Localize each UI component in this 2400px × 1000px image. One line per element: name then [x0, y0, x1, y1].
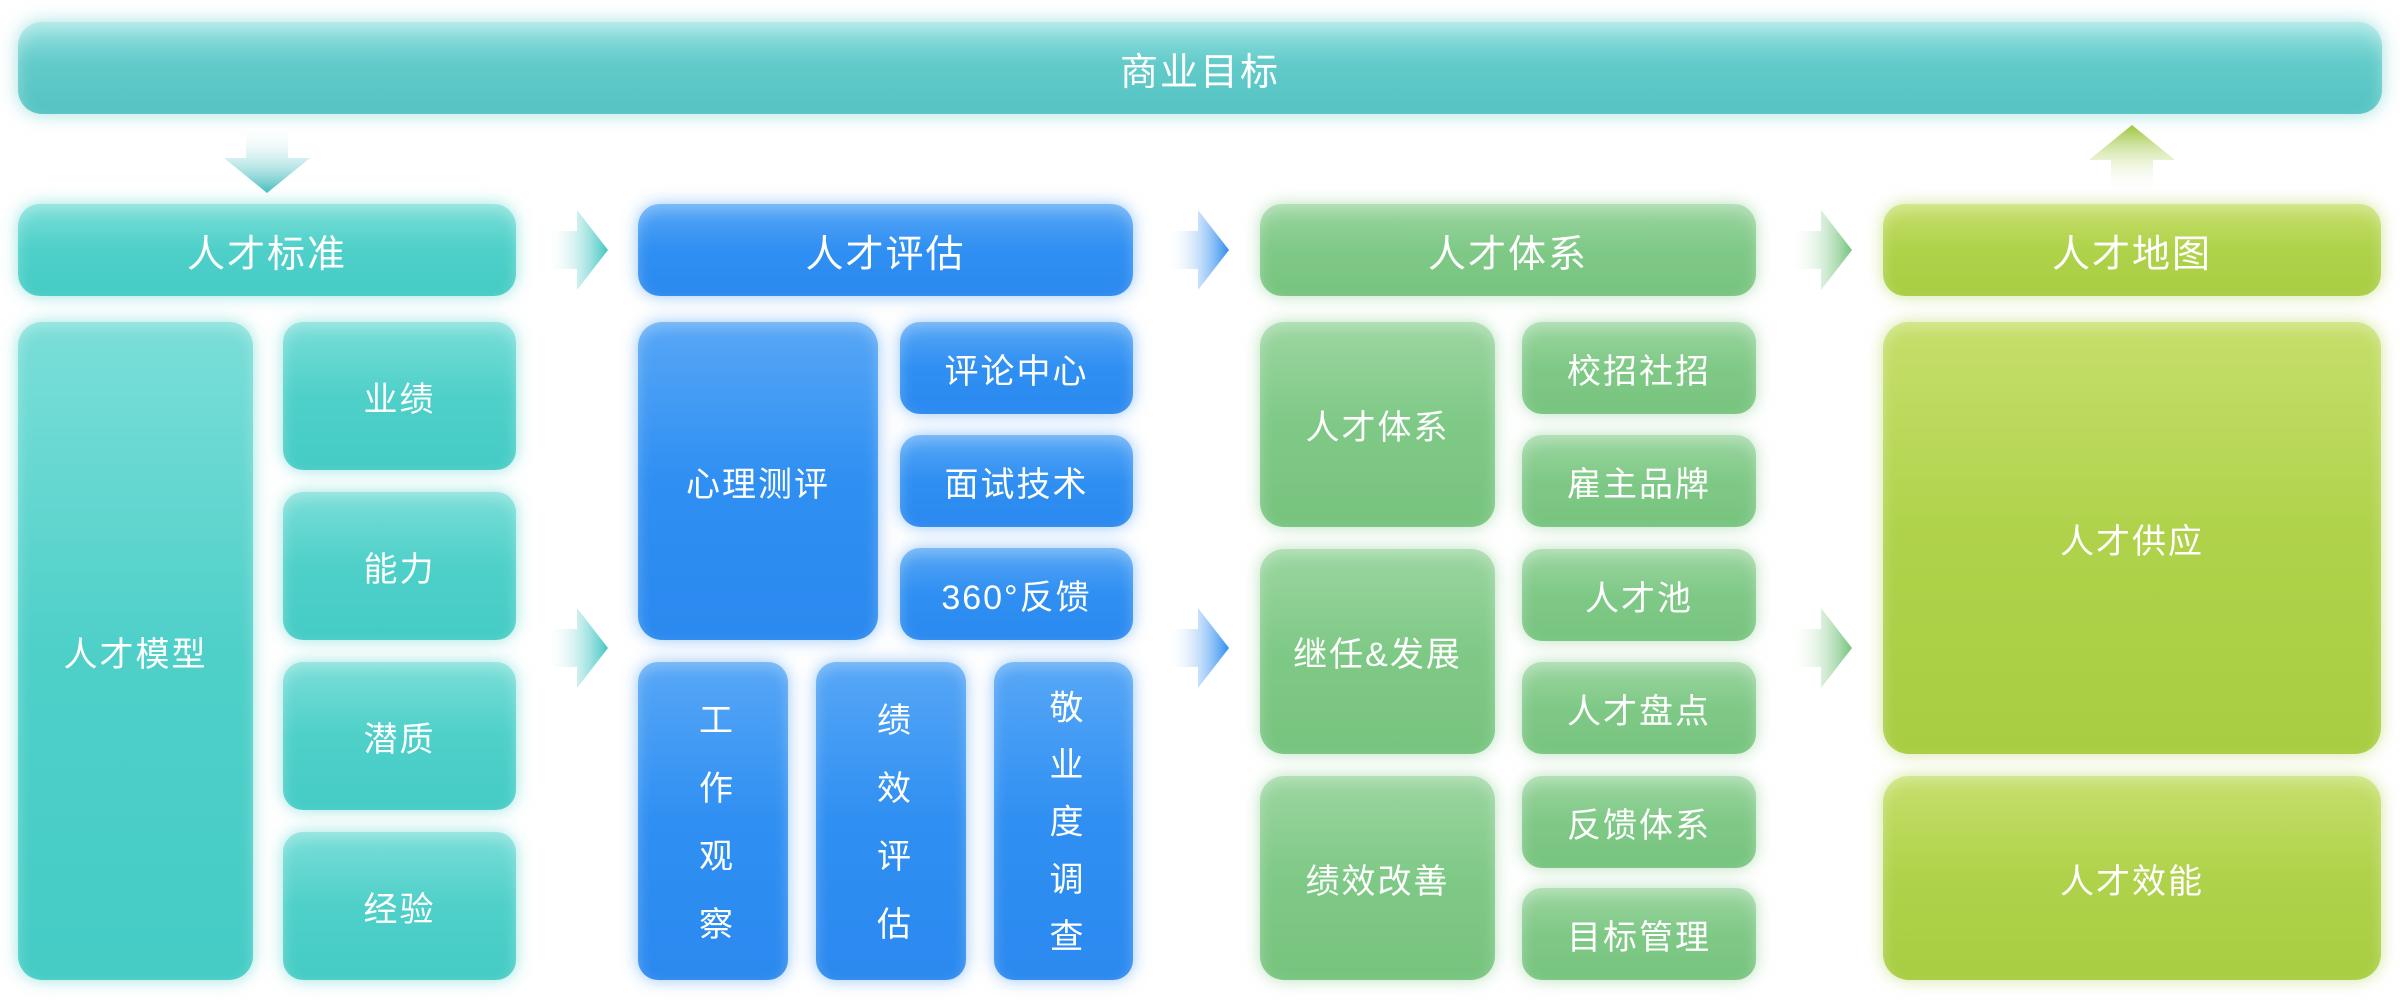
psychological-test-label: 心理测评 — [686, 465, 830, 504]
talent-standard-label: 人才标准 — [186, 233, 347, 276]
arrow-right-icon — [1791, 210, 1852, 290]
performance-improvement-label: 绩效改善 — [1305, 862, 1450, 901]
talent-pool-box: 人才池 — [1522, 549, 1756, 641]
talent-supply-label: 人才供应 — [2060, 522, 2204, 561]
succession-development-label: 继任&发展 — [1293, 636, 1462, 674]
psychological-test-box: 心理测评 — [638, 322, 878, 640]
performance-evaluation-box: 绩效评估 — [816, 662, 966, 980]
talent-review-box: 人才盘点 — [1522, 662, 1756, 754]
arrow-right-icon — [547, 210, 608, 290]
arrow-down-icon — [224, 127, 310, 193]
work-observation-label: 工作观察 — [693, 702, 732, 974]
arrow-right-icon — [1168, 210, 1229, 290]
experience-label: 经验 — [363, 890, 436, 929]
business-goal-label: 商业目标 — [1119, 51, 1280, 94]
ability-label: 能力 — [363, 550, 436, 589]
succession-development-box: 继任&发展 — [1260, 549, 1495, 754]
goal-management-label: 目标管理 — [1567, 918, 1711, 957]
experience-box: 经验 — [283, 832, 516, 980]
ability-box: 能力 — [283, 492, 516, 640]
engagement-survey-label: 敬业度调查 — [1044, 689, 1082, 976]
arrow-right-icon — [1791, 608, 1852, 688]
talent-review-label: 人才盘点 — [1567, 692, 1711, 731]
performance-evaluation-label: 绩效评估 — [871, 702, 910, 974]
campus-social-recruiting-box: 校招社招 — [1522, 322, 1756, 414]
performance-label: 业绩 — [363, 380, 436, 419]
talent-standard-header: 人才标准 — [18, 204, 516, 296]
arrow-right-icon — [547, 608, 608, 688]
talent-system-header: 人才体系 — [1260, 204, 1756, 296]
interview-technique-box: 面试技术 — [900, 435, 1133, 527]
talent-system-box: 人才体系 — [1260, 322, 1495, 527]
talent-pool-label: 人才池 — [1585, 579, 1693, 618]
employer-brand-box: 雇主品牌 — [1522, 435, 1756, 527]
campus-social-recruiting-label: 校招社招 — [1567, 352, 1711, 391]
feedback-system-box: 反馈体系 — [1522, 776, 1756, 868]
talent-model-label: 人才模型 — [63, 635, 208, 674]
talent-system-header-label: 人才体系 — [1427, 233, 1588, 276]
potential-label: 潜质 — [363, 720, 436, 759]
review-center-box: 评论中心 — [900, 322, 1133, 414]
talent-efficiency-label: 人才效能 — [2060, 862, 2204, 901]
talent-map-header: 人才地图 — [1883, 204, 2381, 296]
talent-map-label: 人才地图 — [2051, 233, 2212, 276]
arrow-up-icon — [2089, 125, 2175, 191]
review-center-label: 评论中心 — [944, 352, 1089, 391]
work-observation-box: 工作观察 — [638, 662, 788, 980]
talent-efficiency-box: 人才效能 — [1883, 776, 2381, 980]
talent-assessment-label: 人才评估 — [805, 233, 966, 276]
business-goal-banner: 商业目标 — [18, 22, 2382, 114]
performance-improvement-box: 绩效改善 — [1260, 776, 1495, 980]
performance-box: 业绩 — [283, 322, 516, 470]
talent-supply-box: 人才供应 — [1883, 322, 2381, 754]
employer-brand-label: 雇主品牌 — [1567, 465, 1711, 504]
interview-technique-label: 面试技术 — [944, 465, 1089, 504]
feedback-system-label: 反馈体系 — [1567, 806, 1711, 845]
talent-system-label: 人才体系 — [1305, 409, 1450, 447]
engagement-survey-box: 敬业度调查 — [994, 662, 1133, 980]
goal-management-box: 目标管理 — [1522, 888, 1756, 980]
potential-box: 潜质 — [283, 662, 516, 810]
arrow-right-icon — [1168, 608, 1229, 688]
feedback-360-label: 360°反馈 — [941, 578, 1092, 617]
feedback-360-box: 360°反馈 — [900, 548, 1133, 640]
talent-model-box: 人才模型 — [18, 322, 253, 980]
talent-assessment-header: 人才评估 — [638, 204, 1133, 296]
